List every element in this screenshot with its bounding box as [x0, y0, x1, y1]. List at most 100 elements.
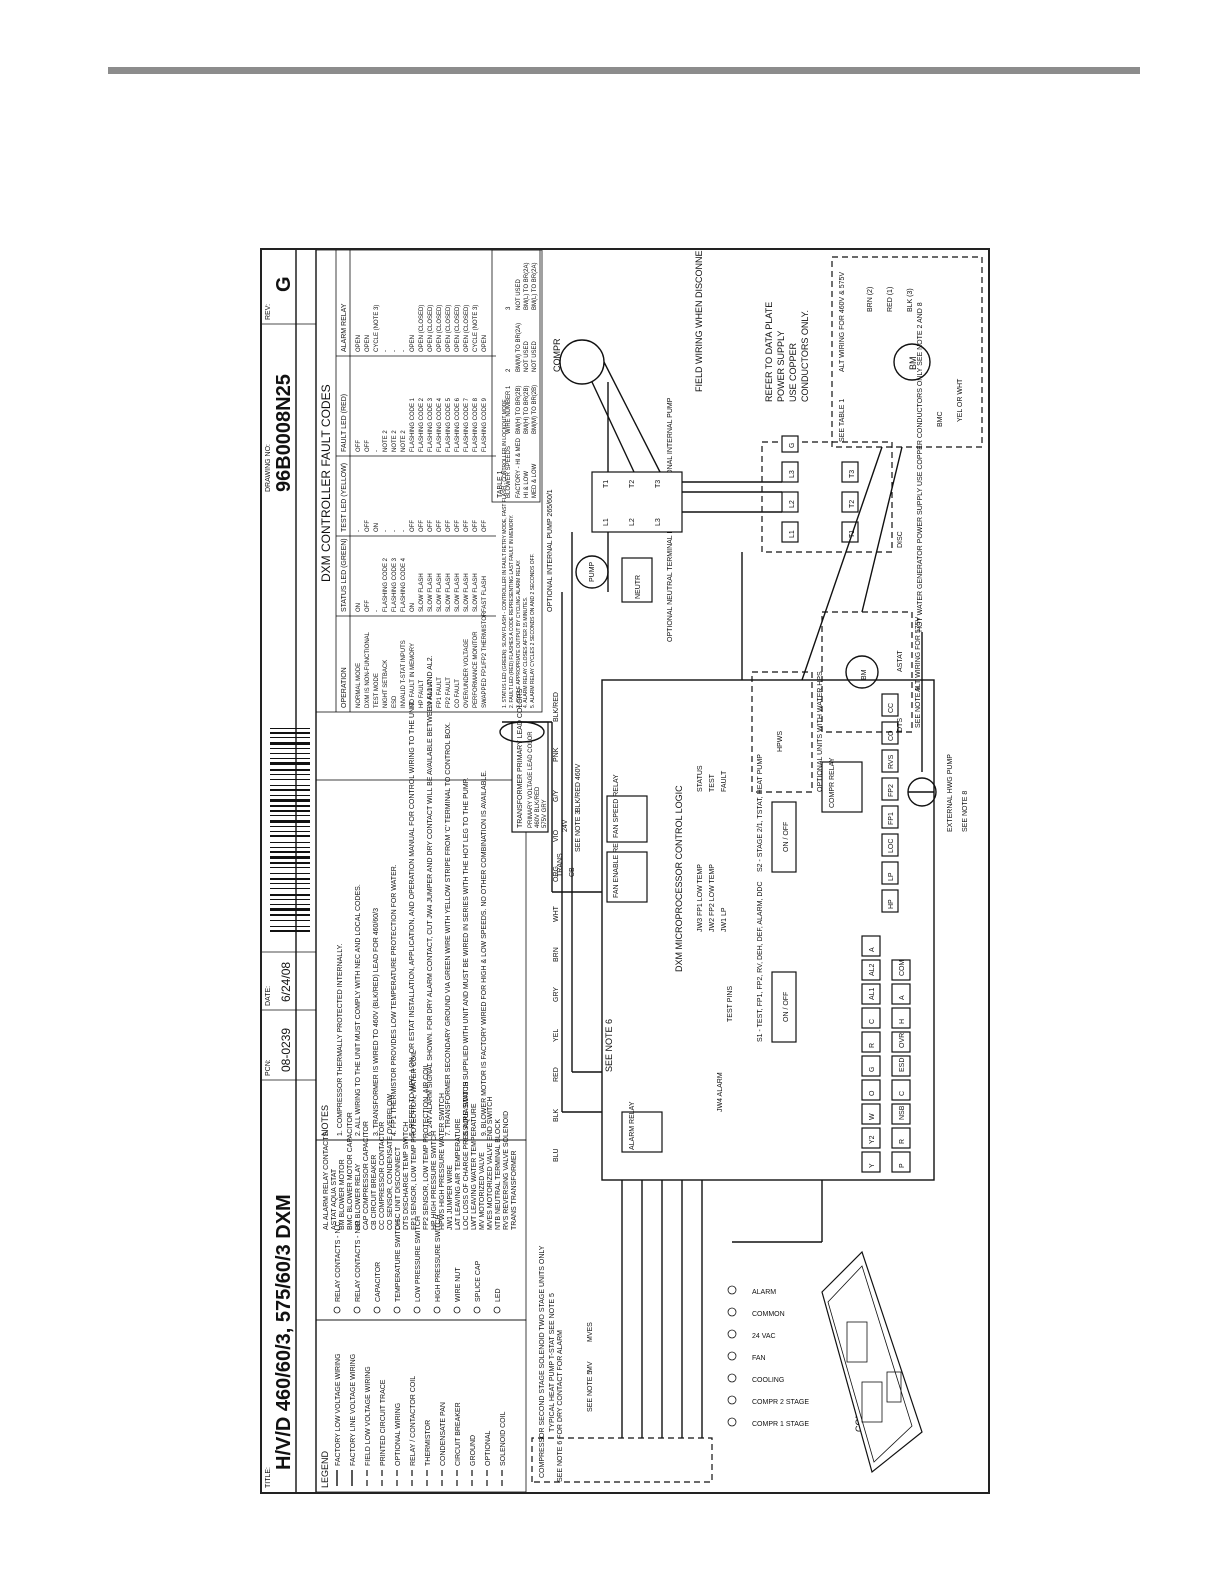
- sensor-label: LP: [888, 872, 895, 881]
- legend-item: TEMPERATURE SWITCH: [395, 1220, 402, 1302]
- tstat-terminal: [727, 1351, 737, 1361]
- neutr-label: NEUTR: [635, 575, 642, 599]
- tstat-terminal-label: ALARM: [752, 1289, 776, 1296]
- note-item: 7. TRANSFORMER SECONDARY GROUND VIA GREE…: [445, 722, 452, 1136]
- terminal-label: A: [899, 995, 906, 1000]
- fault-cell: OFF: [464, 520, 470, 532]
- blkred-460-label: BLK/RED 460V: [575, 763, 582, 812]
- abbrev-item: LWT LEAVING WATER TEMPERATURE: [471, 1103, 478, 1230]
- sensor-terminal: [881, 833, 899, 857]
- fault-cell: FLASHING CODE 2: [419, 397, 425, 452]
- notes-heading: NOTES: [320, 1105, 330, 1136]
- fan-speed-label: FAN SPEED RELAY: [613, 774, 620, 838]
- tstat-terminal: [727, 1417, 737, 1427]
- terminal: [891, 983, 911, 1005]
- field-wiring-label: FIELD WIRING WHEN DISCONNECT OPTION IS N…: [694, 250, 704, 392]
- terminal: [891, 1103, 911, 1125]
- bm-label: BM: [908, 357, 918, 371]
- wire-color-label: BLK: [553, 1108, 560, 1122]
- abbrev-item: MV MOTORIZED VALVE: [479, 1152, 486, 1230]
- table-ref-label: SEE TABLE 1: [839, 399, 846, 442]
- abbrev-item: LAT LEAVING AIR TEMPERATURE: [455, 1118, 462, 1230]
- disc-terminal-label: T2: [849, 500, 856, 508]
- terminal-label: ESD: [899, 1058, 906, 1072]
- fault-cell: LP FAULT: [428, 681, 434, 708]
- yel-or-wht-label: YEL OR WHT: [957, 378, 964, 422]
- fault-cell: FLASHING CODE 8: [473, 397, 479, 452]
- barcode-bar: [270, 737, 310, 738]
- abbrev-item: BM BLOWER MOTOR: [339, 1159, 346, 1230]
- disc-terminal: [841, 491, 859, 513]
- table1-cell: NOT USED: [524, 340, 530, 372]
- fault-cell: OFF: [419, 520, 425, 532]
- wire-blk: BLK (3): [907, 288, 914, 312]
- abbrev-item: ASTAT AQUA STAT: [331, 1168, 338, 1230]
- fault-cell: OFF: [482, 520, 488, 532]
- abbrev-item: HPWS HIGH PRESSURE WATER SWITCH: [439, 1093, 446, 1230]
- note-item: 8. AQUA STAT IS SUPPLIED WITH UNIT AND M…: [463, 778, 470, 1136]
- barcode-bar: [270, 883, 310, 884]
- legend-item: CAPACITOR: [375, 1262, 382, 1302]
- fault-cell: FP1 FAULT: [437, 677, 443, 708]
- status-led-label: STATUS: [697, 765, 704, 792]
- disc-terminal: [781, 521, 799, 543]
- barcode-bar: [270, 888, 310, 889]
- note-item: 3. TRANSFORMER IS WIRED TO 460V (BLK/RED…: [373, 908, 380, 1136]
- legend-symbol: [433, 1306, 441, 1314]
- table1-cell: BM(H) TO BR(2B): [524, 386, 530, 434]
- disc-terminal-label: T3: [849, 470, 856, 478]
- sensor-label: CO: [888, 730, 895, 741]
- see-note-8: SEE NOTE 8: [962, 791, 969, 832]
- barcode-bar: [270, 914, 310, 916]
- see-note-3: SEE NOTE 3: [575, 811, 582, 852]
- abbrev-item: DISC UNIT DISCONNECT: [395, 1146, 402, 1230]
- legend-symbol: [393, 1306, 401, 1314]
- table1-cell: BM(M) TO BR(2B): [532, 385, 538, 434]
- legend-symbol: [473, 1306, 481, 1314]
- legend-item: LED: [495, 1288, 502, 1302]
- disc-terminal: [781, 491, 799, 513]
- barcode-bar: [270, 847, 310, 848]
- v24-label: 24V: [562, 819, 569, 832]
- legend-symbol: [493, 1306, 501, 1314]
- barcode-bar: [270, 810, 310, 812]
- legend-item: RELAY CONTACTS - N.C.: [335, 1219, 342, 1302]
- test-pins-label: TEST PINS: [727, 986, 734, 1022]
- control-box-illustration: [821, 1250, 923, 1474]
- transformer: TRANS CB 24V BLK/RED 460V SEE NOTE 3 TRA…: [499, 688, 582, 877]
- barcode-bar: [270, 926, 310, 927]
- fault-cell: NO FAULT IN MEMORY: [410, 643, 416, 708]
- barcode-bar: [270, 728, 310, 729]
- title-label: TITLE:: [265, 1467, 272, 1488]
- fault-cell: OFF: [356, 440, 362, 452]
- terminal-label: COM: [899, 960, 906, 977]
- terminal-label: H: [899, 1019, 906, 1024]
- see-note-6: SEE NOTE 6: [604, 1019, 614, 1072]
- fault-cell: FLASHING CODE 3: [428, 397, 434, 452]
- fault-footnote: 5. ALARM RELAY CYCLES 2 SECONDS ON AND 2…: [530, 553, 536, 708]
- legend-item: OPTIONAL: [485, 1430, 492, 1466]
- legend-item: OPTIONAL WIRING: [395, 1403, 402, 1466]
- trans-table-heading: TRANSFORMER PRIMARY LEAD COLORS: [517, 688, 524, 828]
- barcode-bar: [270, 878, 310, 880]
- disc-terminal-label: L3: [789, 470, 796, 478]
- fault-cell: -: [374, 610, 380, 612]
- sensor-label: CC: [888, 703, 895, 713]
- barcode-bar: [270, 805, 310, 807]
- legend-item: FACTORY LINE VOLTAGE WIRING: [350, 1354, 357, 1466]
- blower-motor-alt: [845, 655, 879, 689]
- terminal: [861, 1055, 881, 1077]
- fault-cell: OPEN (CLOSED): [419, 305, 425, 352]
- fault-cell: PERFORMANCE MONITOR: [473, 631, 479, 708]
- barcode-bar: [270, 762, 310, 765]
- abbrev-item: NTB NEUTRAL TERMINAL BLOCK: [495, 1119, 502, 1230]
- barcode-bar: [270, 920, 310, 921]
- fault-code-heading: DXM CONTROLLER FAULT CODES: [319, 384, 333, 582]
- tstat-terminal-label: COMPR 1 STAGE: [752, 1421, 809, 1428]
- fault-cell: OVER/UNDER VOLTAGE: [464, 639, 470, 708]
- barcode-bar: [270, 820, 310, 823]
- fault-cell: SLOW FLASH: [446, 573, 452, 612]
- fault-code-table: DXM CONTROLLER FAULT CODES OPERATIONSTAT…: [315, 250, 543, 713]
- bm-alt-label: BM: [861, 669, 868, 680]
- hw-generator-label: HOT WATER GENERATOR POWER SUPPLY USE COP…: [917, 302, 924, 632]
